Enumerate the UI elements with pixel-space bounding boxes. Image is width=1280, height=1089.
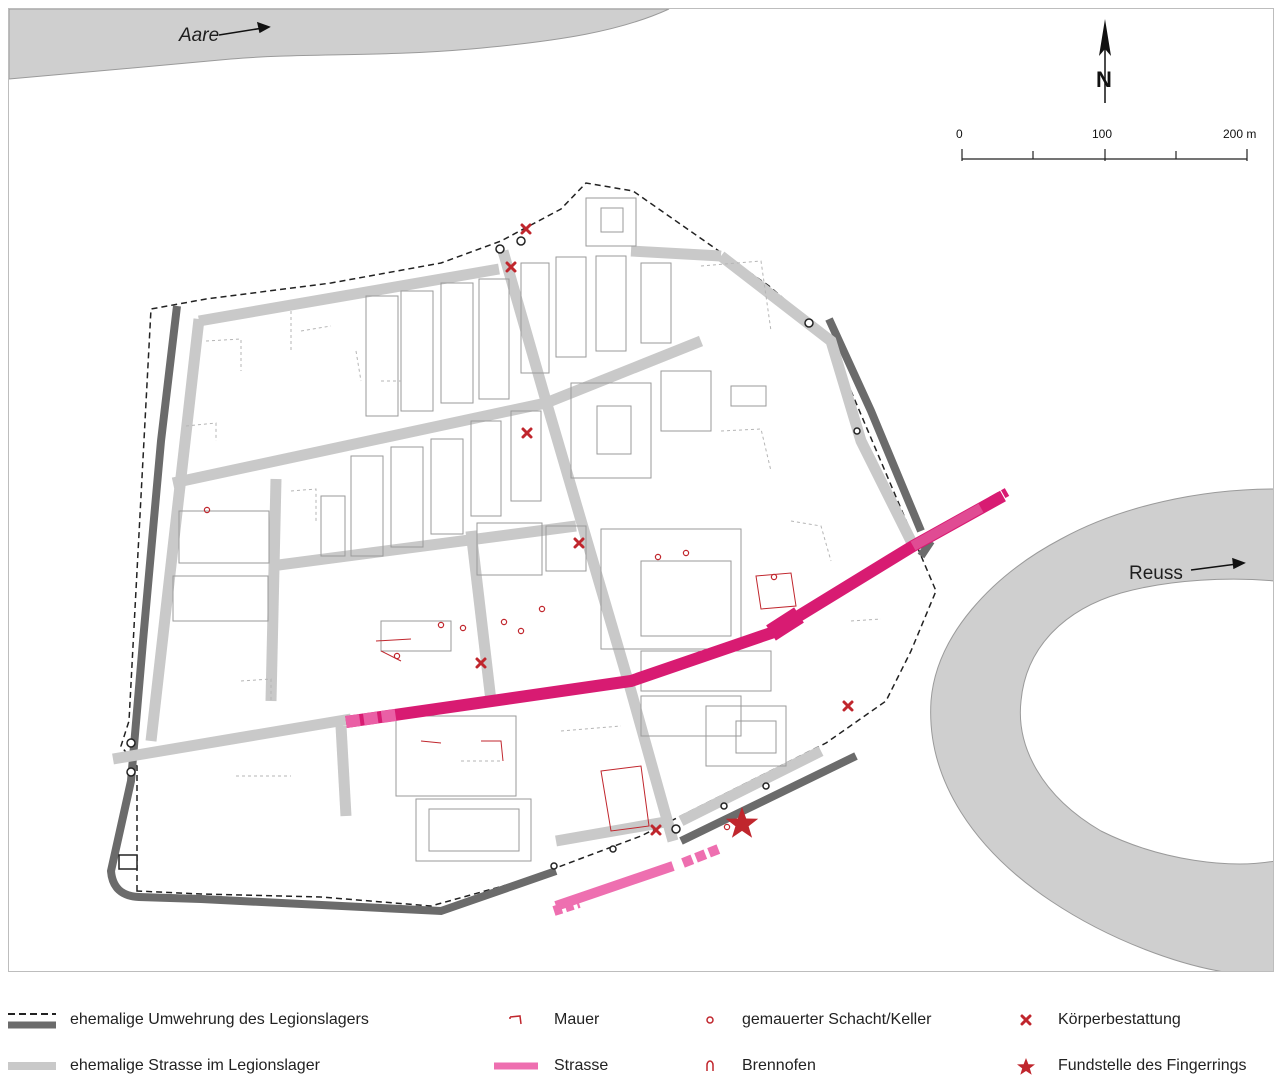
red-shaft-markers bbox=[203, 506, 810, 831]
site-plan-map bbox=[9, 9, 1273, 971]
star-legend-icon bbox=[1017, 1058, 1035, 1075]
aare-river bbox=[9, 9, 670, 80]
road-legend-icon bbox=[494, 1062, 538, 1070]
legend-label: gemauerter Schacht/Keller bbox=[742, 1011, 932, 1028]
legend-item-shaft: gemauerter Schacht/Keller bbox=[680, 1007, 931, 1033]
roman-roads bbox=[345, 488, 1010, 916]
map-frame: Aare Reuss N 0 100 200 m bbox=[8, 8, 1274, 972]
wall-traces bbox=[185, 260, 882, 777]
legend-label: ehemalige Umwehrung des Legionslagers bbox=[70, 1011, 369, 1028]
north-label: N bbox=[1096, 67, 1112, 92]
legend-label: Mauer bbox=[554, 1011, 600, 1028]
reuss-label: Reuss bbox=[1129, 563, 1183, 584]
kiln-legend-icon bbox=[706, 1060, 714, 1071]
north-arrow-icon bbox=[1099, 19, 1111, 103]
scale-bar bbox=[961, 149, 1248, 161]
legend-label: Brennofen bbox=[742, 1057, 816, 1074]
legend-item-fortification: ehemalige Umwehrung des Legionslagers bbox=[8, 1007, 369, 1033]
river-arrows bbox=[218, 21, 1246, 571]
scale-tick-label: 0 bbox=[956, 127, 963, 141]
shaft-legend-icon bbox=[706, 1016, 714, 1024]
scale-tick-label: 100 bbox=[1092, 127, 1113, 141]
legend-label: ehemalige Strasse im Legionslager bbox=[70, 1057, 320, 1074]
reuss-river bbox=[930, 488, 1273, 971]
barrack-blocks bbox=[172, 197, 787, 862]
wall-legend-icon bbox=[509, 1015, 522, 1025]
gate-symbols bbox=[118, 236, 861, 870]
legend-label: Körperbestattung bbox=[1058, 1011, 1181, 1028]
legend-item-burial: Körperbestattung bbox=[996, 1007, 1181, 1033]
camp-roads bbox=[112, 245, 916, 847]
fortification-outline bbox=[120, 182, 937, 907]
fortification-legend-icon bbox=[8, 1013, 56, 1029]
legend-label: Fundstelle des Fingerrings bbox=[1058, 1057, 1247, 1074]
legend-item-find-spot: Fundstelle des Fingerrings bbox=[996, 1053, 1247, 1079]
scale-tick-label: 200 m bbox=[1223, 127, 1257, 141]
legend-item-kiln: Brennofen bbox=[680, 1053, 816, 1079]
red-wall-features bbox=[375, 572, 797, 832]
burial-cross-legend-icon bbox=[1020, 1014, 1032, 1026]
legend-item-road: Strasse bbox=[492, 1053, 608, 1079]
legend-item-wall: Mauer bbox=[492, 1007, 599, 1033]
aare-label: Aare bbox=[179, 25, 220, 46]
legend-label: Strasse bbox=[554, 1057, 609, 1074]
map-legend: ehemalige Umwehrung des Legionslagers eh… bbox=[0, 975, 1280, 1089]
ring-find-spot-star bbox=[725, 807, 759, 838]
burial-markers bbox=[475, 223, 854, 836]
camp-road-legend-icon bbox=[8, 1062, 56, 1070]
legend-item-camp-road: ehemalige Strasse im Legionslager bbox=[8, 1053, 320, 1079]
